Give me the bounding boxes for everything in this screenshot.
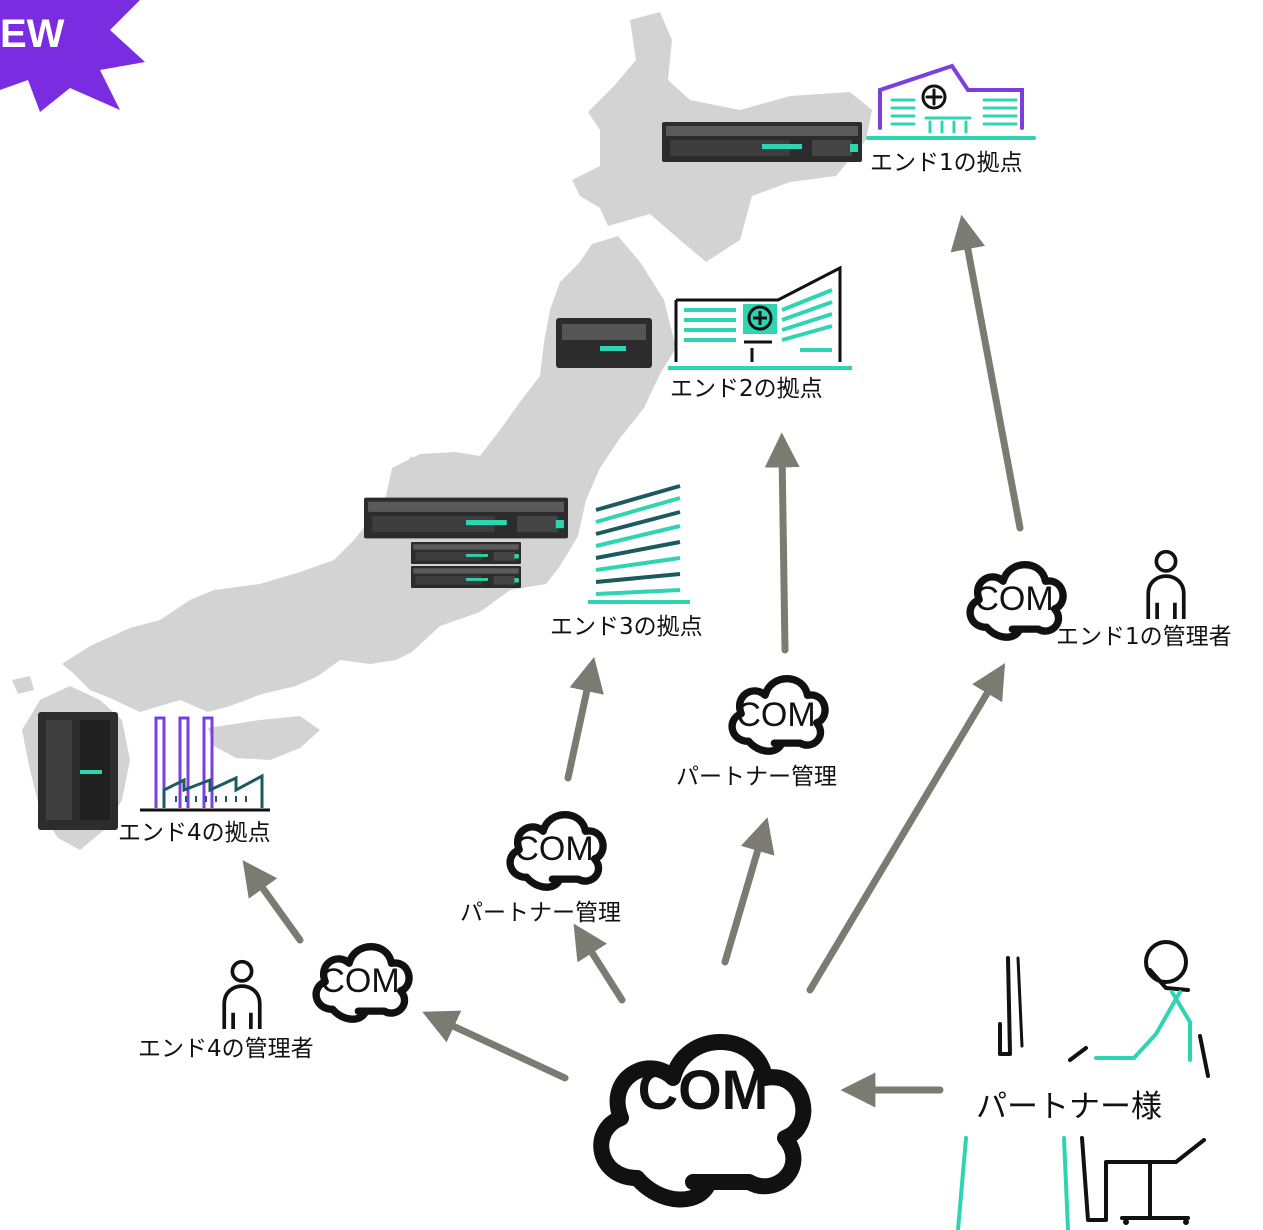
- new-badge: [0, 0, 145, 112]
- micro-server-icon: [556, 318, 652, 368]
- cloud-label: COM: [974, 580, 1054, 618]
- arrow-mgmt-left-to-site3: [564, 656, 604, 782]
- cloud-label: COM: [514, 830, 594, 868]
- tower-server-icon: [38, 712, 118, 830]
- arrow-end1-com-to-site1: [950, 214, 1024, 532]
- admin-label-end4: エンド4の管理者: [138, 1036, 314, 1062]
- person-icon: [224, 962, 260, 1029]
- arrow-end4-com-to-site4: [242, 860, 304, 944]
- arrows: [242, 214, 1024, 1108]
- admin-label-end1: エンド1の管理者: [1056, 624, 1232, 650]
- cloud-label: COM: [736, 696, 816, 734]
- hospital-wide-icon: [668, 265, 852, 370]
- hospital-icon: [866, 63, 1036, 140]
- site-label-end1: エンド1の拠点: [870, 150, 1023, 176]
- partner-mgmt-label: パートナー管理: [460, 900, 621, 926]
- arrow-mgmt-right-to-site2: [764, 432, 800, 654]
- site-label-end4: エンド4の拠点: [118, 820, 271, 846]
- arrow-com-to-mgmt-right: [721, 817, 775, 966]
- office-tower-icon: [588, 484, 690, 604]
- partner-label: パートナー様: [976, 1089, 1162, 1125]
- arrow-com-to-end1-com: [806, 663, 1006, 994]
- cloud-label: COM: [320, 962, 400, 1000]
- site-label-end3: エンド3の拠点: [550, 614, 703, 640]
- new-badge-label: EW: [0, 12, 65, 56]
- partner-workstation-icon: [956, 940, 1210, 1230]
- cloud-label-main: COM: [637, 1058, 769, 1121]
- person-icon: [1148, 552, 1184, 619]
- site-label-end2: エンド2の拠点: [670, 376, 823, 402]
- factory-icon: [140, 716, 270, 812]
- partner-mgmt-label: パートナー管理: [676, 764, 837, 790]
- rack-server-icon: [662, 122, 862, 162]
- arrow-com-to-mgmt-left: [573, 923, 626, 1004]
- arrow-com-to-end4-com: [422, 1010, 569, 1082]
